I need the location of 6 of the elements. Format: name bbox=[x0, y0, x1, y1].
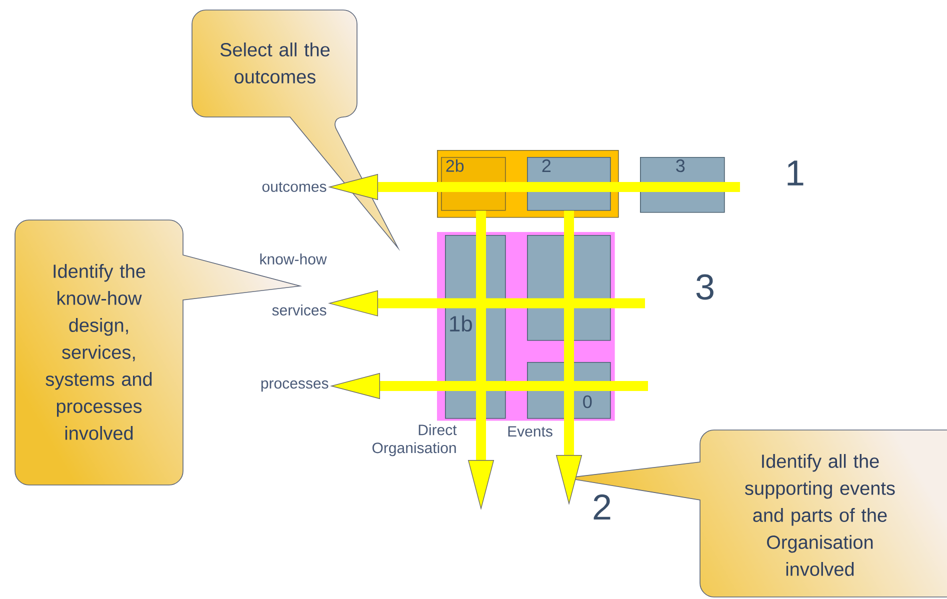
step-number: 2 bbox=[594, 494, 610, 520]
column-label: Direct Organisation bbox=[372, 424, 457, 456]
step-number: 3 bbox=[696, 274, 714, 300]
step-number: 1 bbox=[788, 160, 804, 186]
column-label: Events bbox=[508, 426, 552, 437]
row-label: outcomes bbox=[262, 182, 326, 192]
